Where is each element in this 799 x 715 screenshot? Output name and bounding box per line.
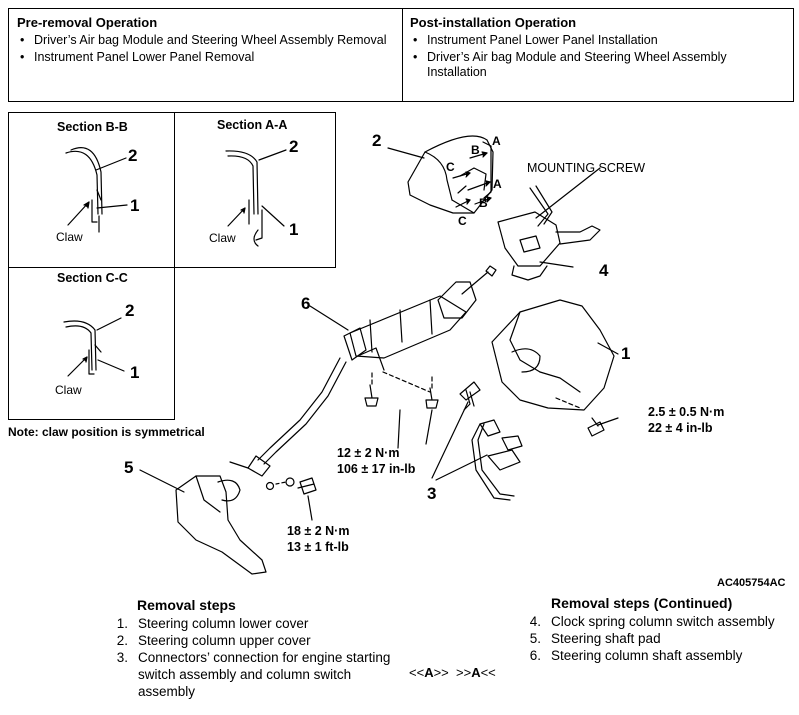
mark-left-letter: A [424, 665, 434, 680]
callout-6: 6 [301, 294, 311, 313]
section-mark-b-bottom: B [479, 196, 488, 210]
step-text: Steering shaft pad [551, 631, 661, 646]
section-aa-callout-1: 1 [289, 220, 299, 239]
step-number: 6. [529, 648, 541, 663]
section-cc-title: Section C-C [57, 271, 128, 285]
section-cc-drawing [63, 317, 125, 377]
mounting-screw-label: MOUNTING SCREW [527, 161, 646, 175]
step-number: 5. [529, 631, 541, 646]
torque-column-bolts-nm: 12 ± 2 N·m [337, 446, 400, 460]
callout-2: 2 [372, 131, 382, 150]
symmetry-note: Note: claw position is symmetrical [8, 425, 205, 439]
step-number: 2. [116, 633, 128, 648]
section-mark-a-bottom: A [493, 177, 502, 191]
callout-5: 5 [124, 458, 134, 477]
section-bb-drawing [65, 147, 128, 233]
pre-removal-item: Instrument Panel Lower Panel Removal [17, 50, 392, 65]
section-cc-box [8, 267, 175, 420]
step-number: 1. [116, 616, 128, 631]
mark-left-pre: << [409, 665, 425, 680]
section-aa-claw-label: Claw [209, 231, 236, 245]
mark-left-post: >> [433, 665, 449, 680]
step-text: Steering column upper cover [138, 633, 311, 648]
lower-cover-drawing [491, 299, 619, 437]
removal-step: 3. Connectors’ connection for engine star… [108, 649, 393, 700]
section-bb-title: Section B-B [57, 120, 128, 134]
removal-step: 6. Steering column shaft assembly [521, 647, 776, 664]
torque-column-bolts-inlb: 106 ± 17 in-lb [337, 462, 416, 476]
operations-table: Pre-removal Operation Driver’s Air bag M… [8, 8, 794, 102]
callout-4: 4 [599, 261, 609, 280]
shaft-pad-drawing [139, 469, 317, 575]
step-text: Steering column shaft assembly [551, 648, 743, 663]
callout-1: 1 [621, 344, 631, 363]
torque-lower-cover-inlb: 22 ± 4 in-lb [648, 421, 713, 435]
section-cc-callout-1: 1 [130, 363, 140, 382]
torque-lower-cover: 2.5 ± 0.5 N·m 22 ± 4 in-lb [648, 404, 724, 436]
section-mark-b-top: B [471, 143, 480, 157]
removal-step: 1. Steering column lower cover [108, 615, 393, 632]
operations-divider [402, 9, 403, 101]
torque-shaft-pad-nm: 18 ± 2 N·m [287, 524, 350, 538]
column-shaft-drawing [229, 265, 497, 477]
connectors-drawing [431, 381, 523, 501]
section-aa-box [174, 112, 336, 268]
removal-steps-continued-title: Removal steps (Continued) [551, 595, 733, 611]
torque-lower-cover-nm: 2.5 ± 0.5 N·m [648, 405, 725, 419]
section-mark-a-top: A [492, 134, 501, 148]
post-installation-item: Instrument Panel Lower Panel Installatio… [410, 33, 780, 48]
step-number: 3. [116, 650, 128, 665]
pre-removal-title: Pre-removal Operation [17, 15, 158, 30]
removal-step: 2. Steering column upper cover [108, 632, 393, 649]
section-aa-callout-2: 2 [289, 137, 299, 156]
section-cc-claw-label: Claw [55, 383, 82, 397]
removal-step: 5. Steering shaft pad [521, 630, 776, 647]
section-mark-c-top: C [446, 160, 455, 174]
step-text: Connectors’ connection for engine starti… [138, 650, 391, 699]
figure-code: AC405754AC [717, 577, 786, 589]
upper-cover-drawing [387, 135, 494, 214]
torque-column-bolts: 12 ± 2 N·m 106 ± 17 in-lb [337, 445, 415, 477]
step-text: Clock spring column switch assembly [551, 614, 775, 629]
section-cc-callout-2: 2 [125, 301, 135, 320]
step-text: Steering column lower cover [138, 616, 309, 631]
torque-shaft-pad-ftlb: 13 ± 1 ft-lb [287, 540, 349, 554]
torque-shaft-pad: 18 ± 2 N·m 13 ± 1 ft-lb [287, 523, 349, 555]
section-bb-callout-1: 1 [130, 196, 140, 215]
removal-steps-title: Removal steps [137, 597, 236, 613]
post-installation-title: Post-installation Operation [410, 15, 577, 30]
mark-right-letter: A [471, 665, 481, 680]
column-switch-drawing [497, 167, 601, 281]
mark-right-post: << [480, 665, 496, 680]
mark-right-pre: >> [456, 665, 472, 680]
callout-3: 3 [427, 484, 437, 503]
pre-removal-item: Driver’s Air bag Module and Steering Whe… [17, 33, 392, 48]
removal-step: 4. Clock spring column switch assembly [521, 613, 776, 630]
section-bb-callout-2: 2 [128, 146, 138, 165]
section-aa-drawing [225, 149, 287, 247]
pre-removal-list: Driver’s Air bag Module and Steering Whe… [17, 33, 392, 67]
section-aa-title: Section A-A [217, 118, 288, 132]
post-installation-item: Driver’s Air bag Module and Steering Whe… [410, 50, 780, 80]
step-6-marks: <<A>> >>A<< [409, 665, 496, 680]
post-installation-list: Instrument Panel Lower Panel Installatio… [410, 33, 780, 82]
section-bb-claw-label: Claw [56, 230, 83, 244]
removal-steps-continued-list: 4. Clock spring column switch assembly 5.… [521, 613, 776, 664]
removal-steps-list: 1. Steering column lower cover 2. Steering… [108, 615, 393, 700]
section-mark-c-bottom: C [458, 214, 467, 228]
step-number: 4. [529, 614, 541, 629]
